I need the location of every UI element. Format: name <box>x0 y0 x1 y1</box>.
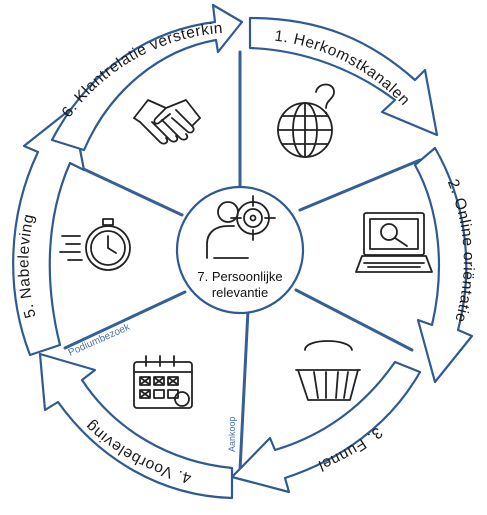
arrow-step-1 <box>248 16 439 137</box>
laptop-search-icon <box>355 212 433 273</box>
step-label-4: 4. Voorbeleving <box>82 417 193 486</box>
spoke-lower-left <box>63 290 187 350</box>
center-label-line1: 7. Persoonlijke <box>197 269 282 284</box>
stopwatch-icon <box>59 218 131 271</box>
spokes <box>58 50 422 472</box>
arrow-step-2 <box>413 146 474 384</box>
globe-question-icon <box>277 83 335 158</box>
arrow-step-6 <box>50 3 244 152</box>
basket-icon <box>295 340 361 401</box>
spoke-upper-right <box>298 158 422 212</box>
journey-arrows <box>12 3 474 500</box>
spoke-bottom <box>238 308 250 472</box>
spoke-lower-right <box>294 288 414 352</box>
step-label-5: 5. Nabeleving <box>15 212 39 320</box>
spoke-label-podiumbezoek: Podiumbezoek <box>67 321 133 358</box>
person-target-icon <box>206 195 276 259</box>
calendar-icon <box>133 355 193 409</box>
arrow-step-4 <box>38 352 234 500</box>
handshake-icon <box>133 99 201 145</box>
spoke-label-aankoop: Aankoop <box>227 416 237 452</box>
center-label-line2: relevantie <box>212 285 268 300</box>
